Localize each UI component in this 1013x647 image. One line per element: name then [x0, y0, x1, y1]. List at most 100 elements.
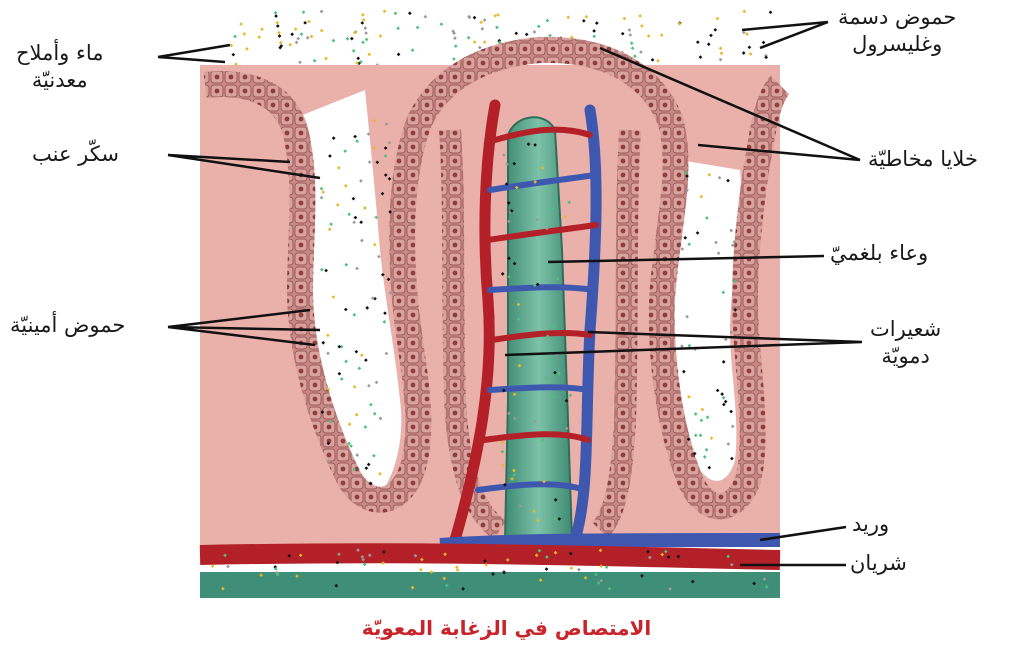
nutrient-particle [452, 57, 456, 61]
label-water-minerals-line2: معدنيّة [16, 67, 104, 94]
nutrient-particle [545, 567, 549, 571]
nutrient-particle [363, 26, 367, 30]
lymph-vessel-base [200, 572, 780, 598]
nutrient-particle [307, 20, 311, 24]
nutrient-particle [361, 13, 365, 17]
nutrient-particle [582, 19, 586, 23]
nutrient-particle [748, 45, 752, 49]
nutrient-particle [303, 21, 307, 25]
nutrient-particle [749, 52, 753, 56]
nutrient-particle [533, 30, 537, 34]
nutrient-particle [454, 44, 458, 48]
nutrient-particle [257, 35, 261, 39]
nutrient-particle [226, 565, 230, 569]
label-amino-acids: حموض أمينيّة [10, 312, 125, 339]
nutrient-particle [296, 37, 300, 41]
nutrient-particle [233, 35, 237, 39]
nutrient-particle [300, 32, 304, 36]
nutrient-particle [696, 40, 700, 44]
nutrient-particle [288, 43, 292, 47]
nutrient-particle [356, 56, 360, 60]
label-mucosal-cells: خلايا مخاطيّة [868, 146, 978, 173]
nutrient-particle [709, 34, 713, 38]
label-glucose: سكّر عنب [32, 141, 119, 168]
nutrient-particle [416, 26, 420, 30]
nutrient-particle [548, 34, 552, 38]
nutrient-particle [699, 55, 703, 59]
nutrient-particle [479, 20, 483, 24]
nutrient-particle [495, 26, 499, 30]
nutrient-particle [623, 17, 627, 21]
nutrient-particle [231, 53, 235, 57]
nutrient-particle [592, 29, 596, 33]
nutrient-particle [577, 568, 581, 572]
nutrient-particle [440, 22, 444, 26]
nutrient-particle [647, 34, 651, 38]
nutrient-particle [478, 46, 482, 50]
nutrient-particle [239, 22, 243, 26]
nutrient-particle [639, 50, 643, 54]
nutrient-particle [310, 35, 314, 39]
nutrient-particle [397, 53, 401, 57]
label-lymph-vessel: وعاء بلغميّ [830, 240, 928, 267]
nutrient-particle [481, 27, 485, 31]
nutrient-particle [638, 14, 642, 18]
nutrient-particle [762, 41, 766, 45]
nutrient-particle [274, 11, 278, 15]
nutrient-particle [361, 40, 365, 44]
nutrient-particle [595, 21, 599, 25]
nutrient-particle [367, 53, 371, 57]
nutrient-particle [211, 564, 215, 568]
nutrient-particle [295, 41, 299, 45]
nutrient-particle [483, 40, 487, 44]
nutrient-particle [656, 59, 660, 63]
nutrient-particle [278, 34, 282, 38]
nutrient-particle [279, 41, 283, 45]
nutrient-particle [630, 41, 634, 45]
nutrient-particle [742, 51, 746, 55]
diagram-caption: الامتصاص في الزغابة المعويّة [0, 616, 1013, 640]
nutrient-particle [719, 46, 723, 50]
nutrient-particle [350, 37, 354, 41]
nutrient-particle [302, 10, 306, 14]
nutrient-particle [473, 16, 477, 20]
nutrient-particle [713, 28, 717, 32]
nutrient-particle [483, 18, 487, 22]
nutrient-particle [324, 57, 328, 61]
nutrient-particle [396, 26, 400, 30]
nutrient-particle [707, 42, 711, 46]
nutrient-particle [769, 10, 773, 14]
nutrient-particle [719, 58, 723, 62]
nutrient-particle [651, 58, 655, 62]
nutrient-particle [592, 34, 596, 38]
nutrient-particle [379, 34, 383, 38]
nutrient-particle [546, 19, 550, 23]
nutrient-particle [628, 28, 632, 32]
nutrient-particle [467, 36, 471, 40]
nutrient-particle [621, 32, 625, 36]
nutrient-particle [631, 46, 635, 50]
nutrient-particle [493, 14, 497, 18]
nutrient-particle [365, 38, 369, 42]
nutrient-particle [424, 15, 428, 19]
nutrient-particle [742, 31, 746, 35]
nutrient-particle [419, 568, 423, 572]
nutrient-particle [346, 37, 350, 41]
nutrient-particle [716, 17, 720, 21]
label-water-minerals-line1: ماء وأملاح [16, 40, 104, 67]
nutrient-particle [745, 32, 749, 36]
artery [200, 553, 780, 560]
nutrient-particle [633, 54, 637, 58]
nutrient-particle [230, 44, 234, 48]
nutrient-particle [473, 40, 477, 44]
nutrient-particle [313, 59, 317, 63]
label-vein: وريد [852, 511, 889, 538]
nutrient-particle [408, 11, 412, 15]
label-capillaries-line2: دمويّة [870, 343, 941, 370]
nutrient-particle [720, 51, 724, 55]
label-fatty-acids: حموض دسمة وغليسرول [838, 4, 956, 58]
nutrient-particle [584, 15, 588, 19]
nutrient-particle [306, 36, 310, 40]
label-water-minerals: ماء وأملاح معدنيّة [16, 40, 104, 94]
nutrient-particle [383, 9, 387, 13]
